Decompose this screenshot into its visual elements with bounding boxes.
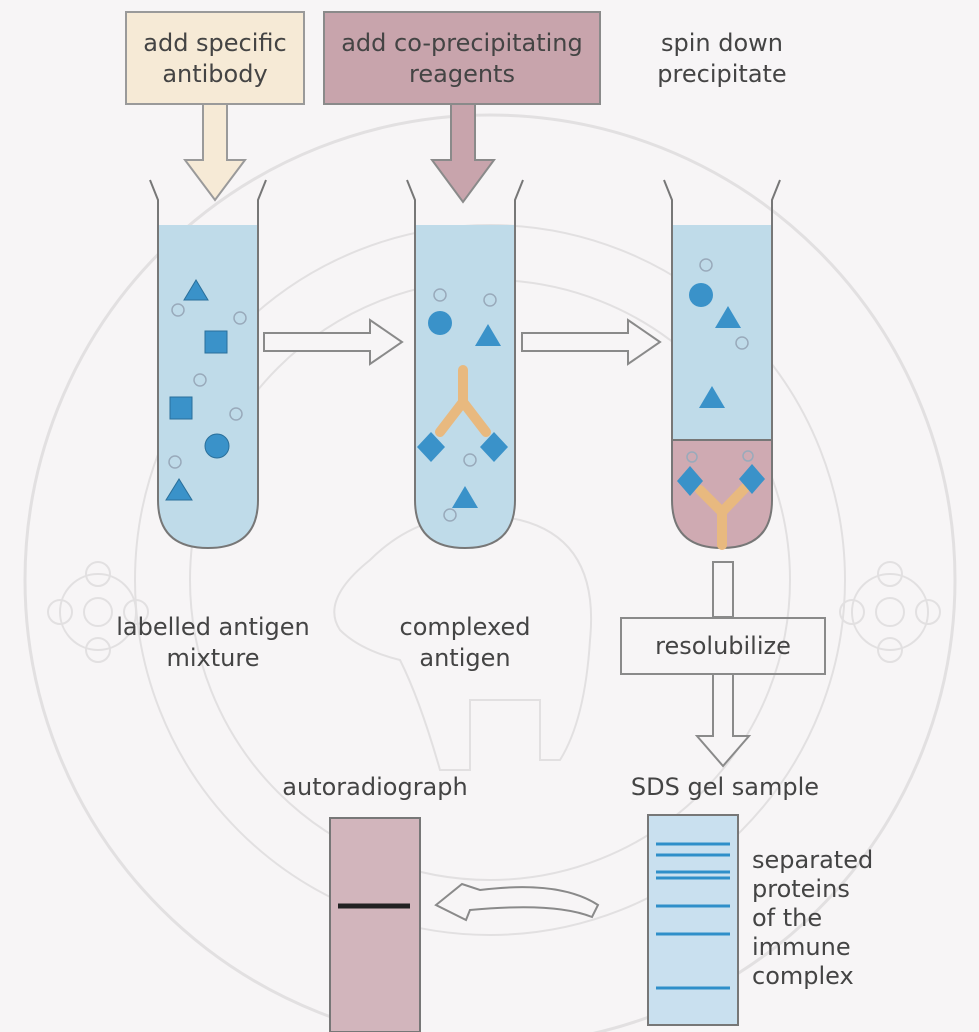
antigen-square [205,331,227,353]
sds-gel-caption: SDS gel sample [600,772,850,803]
antigen-circle [428,311,452,335]
coprecip-step-label: add co-precipitating reagents [324,28,600,90]
separated-proteins-caption: separated proteins of the immune complex [752,846,902,991]
autoradiograph-film [330,818,420,1032]
antibody-step-label: add specific antibody [126,28,304,90]
autoradiograph-caption: autoradiograph [270,772,480,803]
spin-step-label: spin down precipitate [632,28,812,90]
tube-labelled-antigen [150,180,266,548]
resolubilize-box: resolubilize [620,617,826,675]
curved-arrow-gel-to-autorad [436,884,598,920]
watermark-flower-right [840,562,940,662]
antigen-circle [689,283,713,307]
arrow-tube1-to-tube2 [264,320,402,364]
labelled-antigen-caption: labelled antigen mixture [98,612,328,674]
tube-spin-down [664,180,780,548]
arrow-tube2-to-tube3 [522,320,660,364]
antibody-down-arrow [185,104,245,200]
arrow-resolubilize-to-gel [697,674,749,766]
complexed-antigen-caption: complexed antigen [375,612,555,674]
antigen-square [170,397,192,419]
antigen-circle [205,434,229,458]
sds-gel [648,815,738,1025]
arrow-tube3-to-resolubilize [713,562,733,617]
